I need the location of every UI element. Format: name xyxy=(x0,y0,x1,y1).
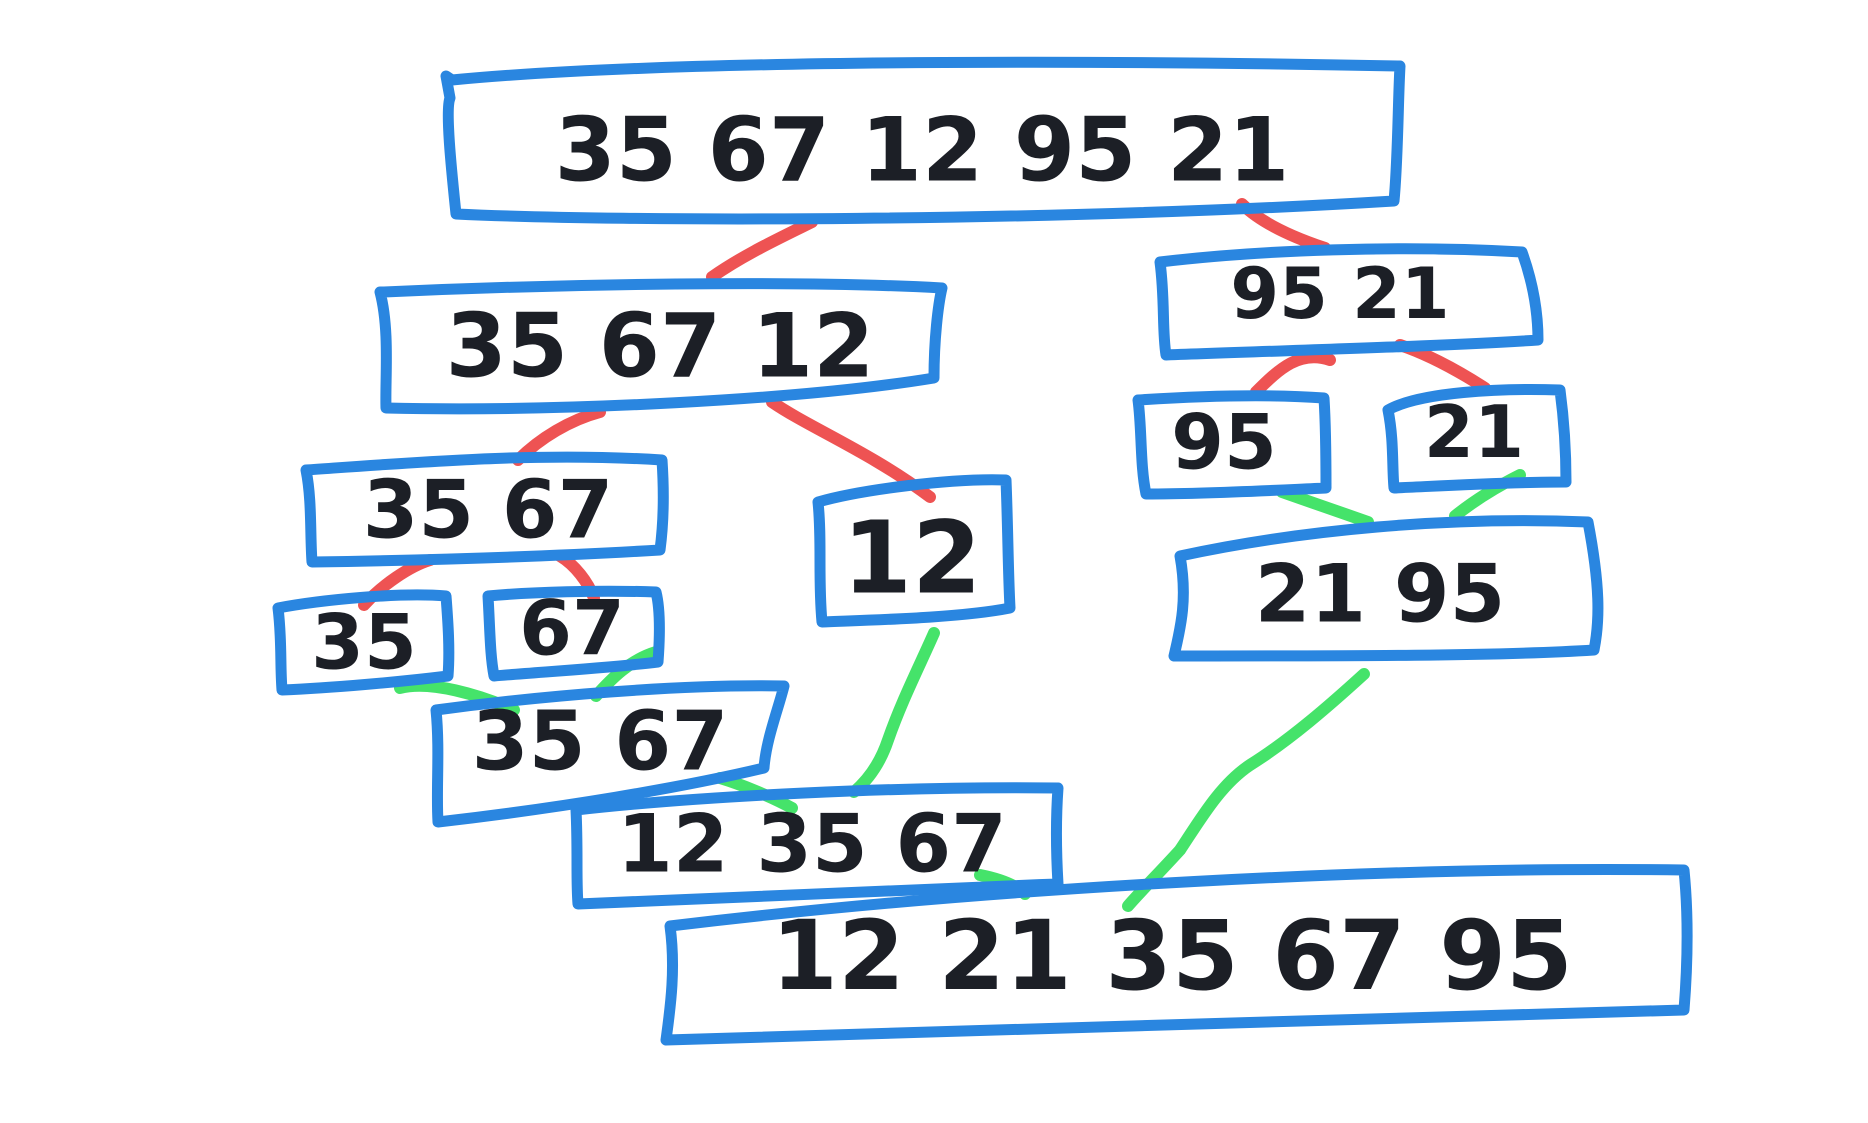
box-label: 67 xyxy=(519,584,625,673)
box-label: 21 95 xyxy=(1255,548,1506,641)
box-border xyxy=(374,278,948,415)
node-merged-21-95: 21 95 xyxy=(1168,515,1604,662)
box-label: 12 21 35 67 95 xyxy=(771,900,1573,1012)
node-single-12: 12 xyxy=(812,474,1016,628)
box-border xyxy=(660,864,1693,1046)
box-label: 35 xyxy=(311,598,417,687)
node-merged-12-35-67: 12 35 67 xyxy=(570,782,1064,910)
box-label: 95 xyxy=(1171,398,1277,487)
box-border xyxy=(272,589,455,696)
node-merged-35-67: 35 67 xyxy=(430,680,790,828)
box-border xyxy=(1168,515,1604,662)
node-left-pair: 35 67 xyxy=(300,451,669,568)
box-border xyxy=(1382,384,1572,494)
box-label: 35 67 xyxy=(363,464,614,557)
box-border xyxy=(482,585,665,682)
node-boxes: 35 67 12 95 21 35 67 12 95 21 35 67 12 3… xyxy=(272,56,1693,1046)
box-border xyxy=(570,782,1064,910)
box-label: 12 xyxy=(842,500,981,617)
box-border xyxy=(1132,390,1332,500)
node-right-half: 95 21 xyxy=(1154,243,1544,361)
box-border xyxy=(300,451,669,568)
node-final-sorted: 12 21 35 67 95 xyxy=(660,864,1693,1046)
box-label: 35 67 12 95 21 xyxy=(555,99,1290,202)
node-single-95: 95 xyxy=(1132,390,1332,500)
node-single-67: 67 xyxy=(482,584,665,682)
box-border xyxy=(1154,243,1544,361)
box-border xyxy=(812,474,1016,628)
box-label: 12 35 67 xyxy=(617,798,1007,891)
node-root: 35 67 12 95 21 xyxy=(440,56,1406,225)
box-label: 35 67 12 xyxy=(446,295,875,398)
edge-merged-21-95-to-final xyxy=(1122,668,1370,912)
edge-single-95-to-merged-21-95 xyxy=(1276,486,1374,528)
box-label: 21 xyxy=(1424,390,1524,474)
box-label: 35 67 xyxy=(472,695,729,790)
node-single-21: 21 xyxy=(1382,384,1572,494)
edge-single-12-to-merged-12-35-67 xyxy=(848,627,940,798)
box-label: 95 21 xyxy=(1230,253,1449,335)
node-left-half: 35 67 12 xyxy=(374,278,948,415)
box-border xyxy=(440,56,1406,225)
node-single-35: 35 xyxy=(272,589,455,696)
edge-right-half-to-single-95 xyxy=(1250,351,1336,398)
edge-root-to-left-half xyxy=(706,216,818,283)
box-border xyxy=(430,680,790,828)
